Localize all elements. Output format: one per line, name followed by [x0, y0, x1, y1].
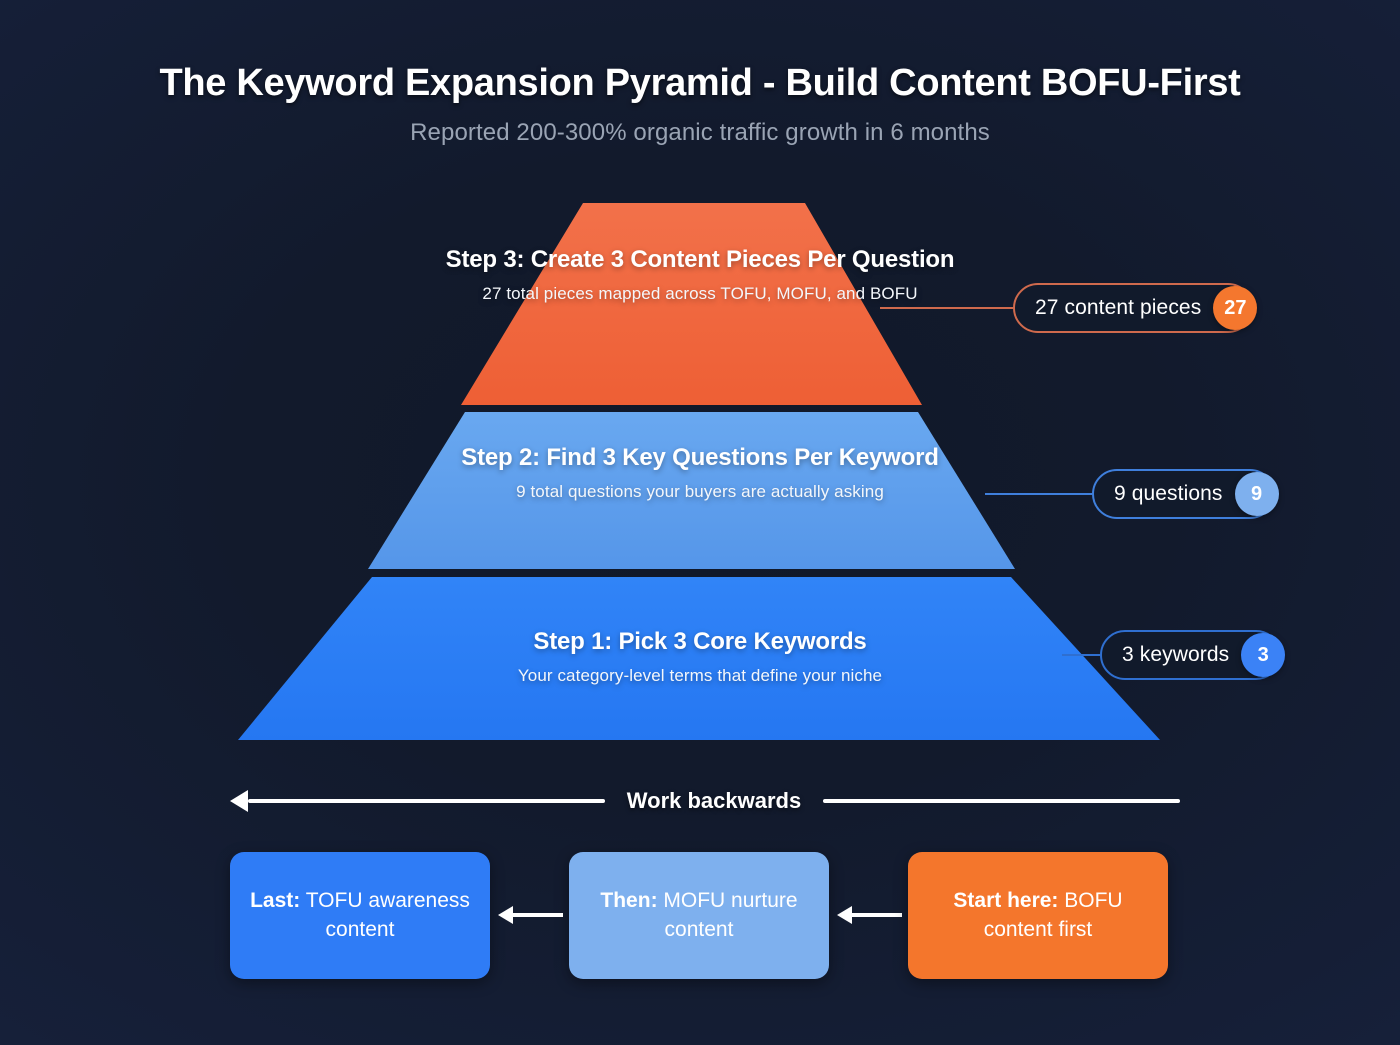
- flow-card-bofu-body: BOFU content first: [983, 888, 1123, 941]
- arrow-shaft: [513, 913, 563, 917]
- flow-card-tofu: Last: TOFU awareness content: [230, 852, 490, 979]
- flow-card-bofu-prefix: Start here:: [953, 888, 1059, 912]
- tier-subtitle-step-1: Your category-level terms that define yo…: [517, 666, 883, 686]
- arrow-left-icon: [837, 906, 852, 924]
- tier-title-step-3: Step 3: Create 3 Content Pieces Per Ques…: [445, 246, 955, 273]
- tier-subtitle-step-3: 27 total pieces mapped across TOFU, MOFU…: [482, 284, 918, 304]
- callout-badge-content-pieces: 27 content pieces 27: [1013, 283, 1258, 333]
- page-subtitle: Reported 200-300% organic traffic growth…: [410, 119, 990, 146]
- callout-count-keywords: 3: [1241, 633, 1286, 677]
- header: The Keyword Expansion Pyramid - Build Co…: [0, 0, 1400, 147]
- tier-subtitle-step-2: 9 total questions your buyers are actual…: [516, 482, 884, 502]
- flow-card-bofu-text: Start here: BOFU content first: [922, 887, 1154, 945]
- callout-label-questions: 9 questions: [1114, 482, 1223, 505]
- work-backwards-label: Work backwards: [626, 788, 802, 813]
- arrow-left-icon: [498, 906, 513, 924]
- flow-card-mofu-body: MOFU nurture content: [657, 888, 798, 941]
- tier-title-step-1: Step 1: Pick 3 Core Keywords: [533, 628, 867, 655]
- flow-card-tofu-text: Last: TOFU awareness content: [244, 887, 476, 945]
- backwards-line-left: [248, 799, 605, 803]
- pyramid-tier-step-2-label: Step 2: Find 3 Key Questions Per Keyword…: [330, 442, 1070, 504]
- callout-badge-questions: 9 questions 9: [1092, 469, 1279, 519]
- pyramid-tier-step-1-label: Step 1: Pick 3 Core Keywords Your catego…: [260, 626, 1140, 688]
- arrow-shaft: [852, 913, 902, 917]
- tier-title-step-2: Step 2: Find 3 Key Questions Per Keyword: [461, 444, 939, 471]
- page-title: The Keyword Expansion Pyramid - Build Co…: [159, 62, 1241, 104]
- flow-card-bofu: Start here: BOFU content first: [908, 852, 1168, 979]
- arrow-left-icon: [230, 790, 248, 812]
- flow-arrow-bofu-to-mofu: [837, 906, 902, 924]
- flow-card-tofu-prefix: Last:: [250, 888, 301, 912]
- flow-card-mofu-text: Then: MOFU nurture content: [583, 887, 815, 945]
- callout-badge-keywords: 3 keywords 3: [1100, 630, 1286, 680]
- flow-card-mofu: Then: MOFU nurture content: [569, 852, 829, 979]
- callout-count-questions: 9: [1234, 472, 1279, 516]
- callout-label-content-pieces: 27 content pieces: [1035, 296, 1202, 319]
- flow-arrow-mofu-to-tofu: [498, 906, 563, 924]
- flow-card-tofu-body: TOFU awareness content: [300, 888, 470, 941]
- callout-label-keywords: 3 keywords: [1122, 643, 1230, 666]
- pyramid-tier-step-3-label: Step 3: Create 3 Content Pieces Per Ques…: [430, 244, 970, 306]
- backwards-line-right: [823, 799, 1181, 803]
- work-backwards-indicator: Work backwards: [230, 783, 1181, 819]
- flow-card-mofu-prefix: Then:: [600, 888, 658, 912]
- callout-count-content-pieces: 27: [1213, 286, 1258, 330]
